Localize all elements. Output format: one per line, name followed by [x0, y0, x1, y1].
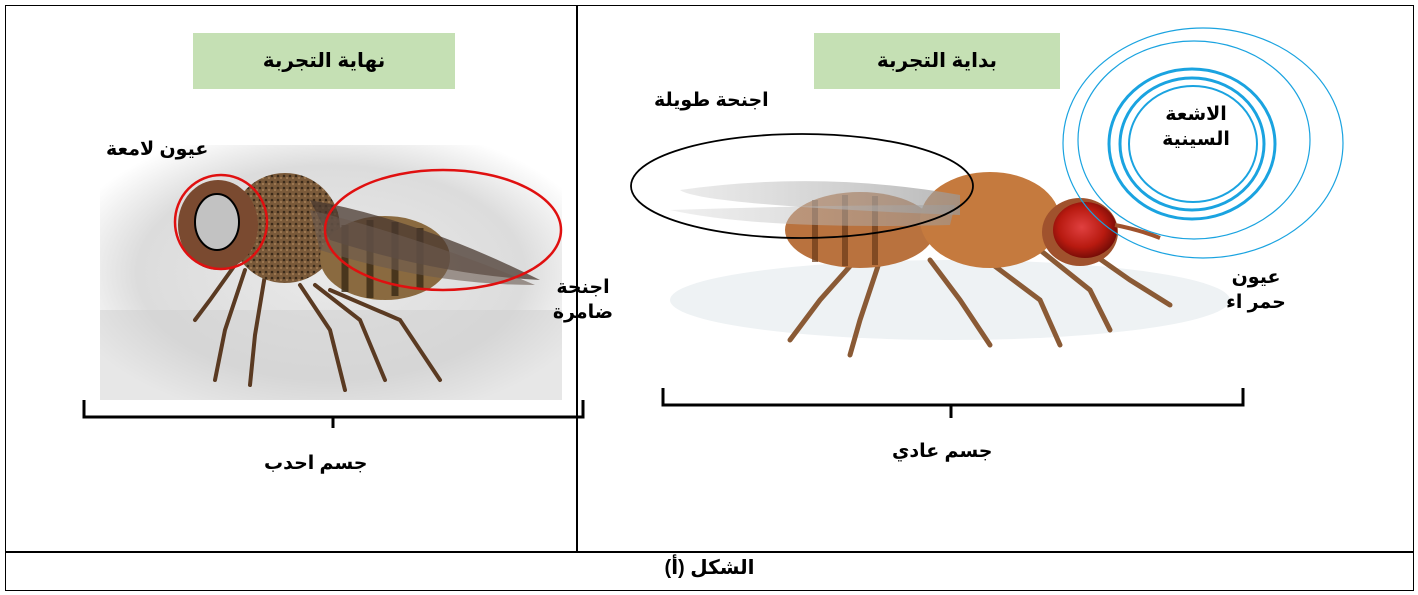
vestigial-wings-line1: اجنحة: [548, 275, 618, 300]
vestigial-wings-line2: ضامرة: [548, 300, 618, 325]
left-body-brace: [84, 400, 583, 428]
figure-caption: الشكل (أ): [5, 555, 1414, 580]
end-of-experiment-title: نهاية التجربة: [193, 33, 455, 89]
xray-label-line1: الاشعة: [1148, 102, 1244, 127]
vestigial-wings-label: اجنحة ضامرة: [548, 275, 618, 325]
xray-label: الاشعة السينية: [1148, 102, 1244, 152]
shiny-eyes-label: عيون لامعة: [106, 138, 208, 161]
long-wings-label: اجنحة طويلة: [654, 89, 769, 112]
right-body-brace: [663, 388, 1243, 418]
red-eyes-line1: عيون: [1216, 265, 1296, 290]
xray-label-line2: السينية: [1148, 127, 1244, 152]
red-eyes-label: عيون حمر اء: [1216, 265, 1296, 315]
start-of-experiment-title: بداية التجربة: [814, 33, 1060, 89]
hunched-body-label: جسم احدب: [264, 452, 367, 475]
red-eyes-line2: حمر اء: [1216, 290, 1296, 315]
normal-fly-illustration: [631, 134, 1230, 355]
normal-body-label: جسم عادي: [892, 440, 992, 463]
mutant-fly-illustration: [100, 145, 562, 400]
